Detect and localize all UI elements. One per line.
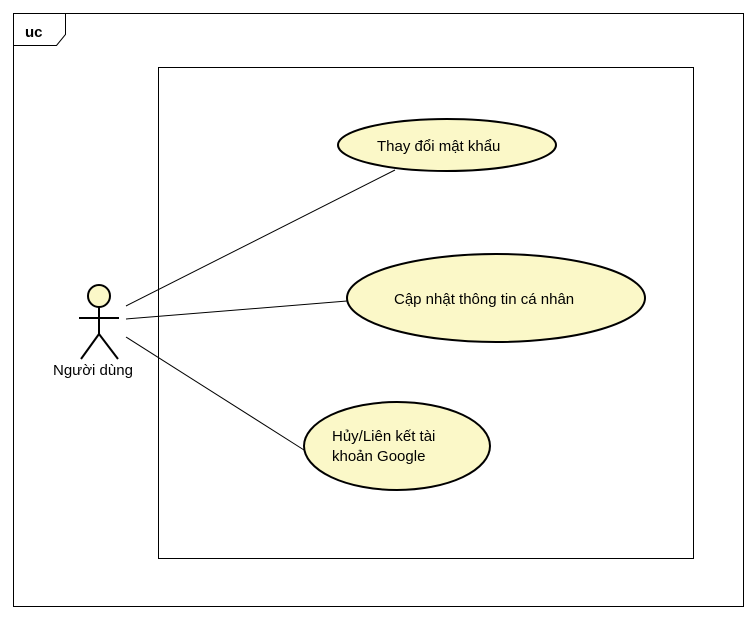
use-case-ellipse (337, 118, 557, 172)
actor-label: Người dùng (53, 362, 133, 379)
frame-tab (13, 13, 66, 46)
associations (125, 169, 396, 451)
use-case-link-google[interactable]: Hủy/Liên kết tài khoản Google (303, 401, 491, 491)
use-case-ellipse (346, 253, 646, 343)
actor-head (87, 284, 111, 308)
association-change-password (125, 169, 396, 307)
use-case-label-line-2: khoản Google (332, 448, 425, 465)
use-case-label: Cập nhật thông tin cá nhân (394, 291, 574, 308)
association-update-profile (125, 300, 348, 320)
frame-border (13, 13, 744, 607)
actor[interactable]: Người dùng (53, 284, 133, 379)
use-case-update-profile[interactable]: Cập nhật thông tin cá nhân (346, 253, 646, 343)
frame-label: uc (25, 24, 43, 41)
use-case-label: Thay đổi mật khẩu (377, 138, 500, 155)
uml-frame: uc (13, 13, 744, 607)
association-link-google (125, 336, 305, 451)
use-case-label-line-1: Hủy/Liên kết tài (332, 428, 435, 445)
actor-left-leg (80, 333, 100, 360)
use-case-ellipse (303, 401, 491, 491)
actor-right-leg (98, 333, 119, 360)
use-case-change-password[interactable]: Thay đổi mật khẩu (337, 118, 557, 172)
